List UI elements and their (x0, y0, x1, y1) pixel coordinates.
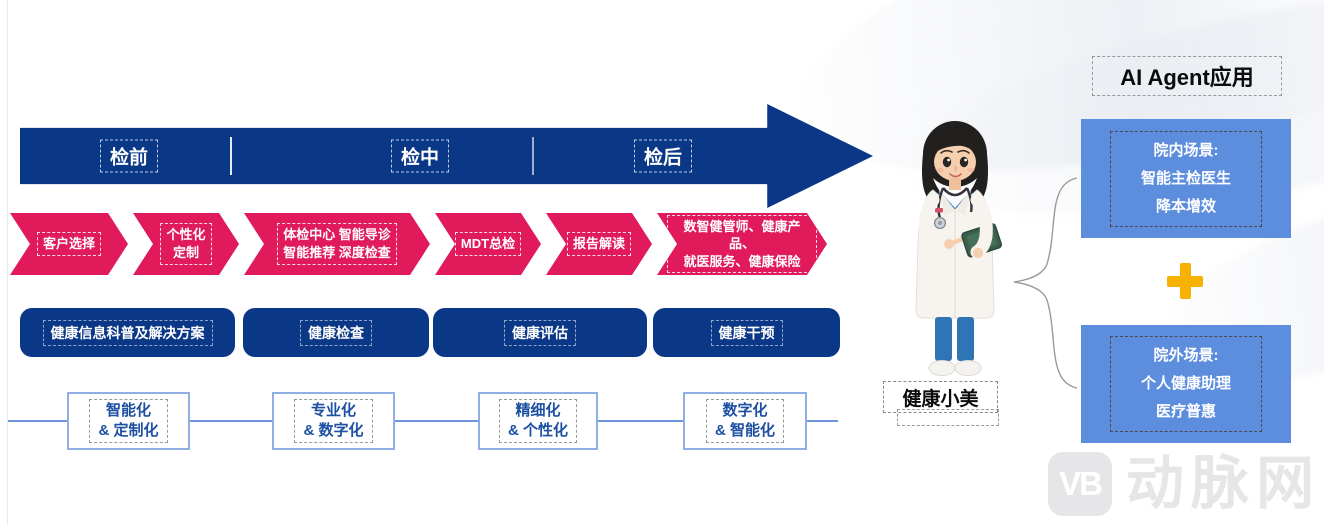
step-label: 报告解读 (567, 232, 631, 256)
process-step-personalized-customization: 个性化 定制 (133, 213, 239, 275)
scenario-line: 院外场景: (1153, 347, 1219, 364)
scenario-line: 个人健康助理 (1140, 375, 1231, 392)
stage-health-assessment: 健康评估 (433, 308, 647, 357)
phase-divider (230, 137, 232, 175)
step-label: 个性化 定制 (160, 223, 211, 264)
stage-label: 健康评估 (504, 319, 576, 346)
feature-label: 精细化 & 个性化 (498, 398, 577, 444)
phase-label-post-exam: 检后 (633, 139, 693, 173)
left-pointing-curly-brace-icon (1013, 177, 1078, 389)
feature-professional-digital: 专业化 & 数字化 (272, 392, 395, 450)
doctor-character-illustration (893, 112, 1017, 384)
scenario-card-in-hospital: 院内场景: 智能主检医生 降本增效 (1081, 119, 1291, 238)
process-step-mdt-review: MDT总检 (435, 213, 541, 275)
scenario-line: 医疗普惠 (1155, 403, 1216, 420)
left-edge-line (7, 0, 8, 525)
feature-label: 数字化 & 智能化 (705, 398, 784, 444)
step-label: 体检中心 智能导诊 智能推荐 深度检查 (277, 223, 397, 264)
process-step-row: 客户选择 个性化 定制 体检中心 智能导诊 智能推荐 深度检查 MDT总检 报告… (10, 213, 827, 275)
scenario-card-out-of-hospital: 院外场景: 个人健康助理 医疗普惠 (1081, 325, 1291, 443)
scenario-line: 院内场景: (1153, 141, 1219, 159)
step-label: 数智健管师、健康产品、 就医服务、健康保险 (667, 215, 817, 274)
vb-logo-icon: VB (1048, 452, 1112, 516)
process-step-customer-selection: 客户选择 (10, 213, 128, 275)
stage-label: 健康信息科普及解决方案 (42, 319, 213, 346)
stage-label: 健康检查 (300, 319, 372, 346)
scenario-line: 智能主检医生 (1140, 169, 1231, 187)
phase-divider (532, 137, 534, 175)
step-label: MDT总检 (455, 232, 521, 256)
phase-label-pre-exam: 检前 (99, 139, 159, 173)
phase-label-during-exam: 检中 (390, 139, 450, 173)
scenario-text-box: 院内场景: 智能主检医生 降本增效 (1110, 130, 1262, 227)
feature-refined-personalized: 精细化 & 个性化 (478, 392, 598, 450)
scenario-line: 降本增效 (1155, 197, 1216, 215)
feature-label: 智能化 & 定制化 (89, 398, 168, 444)
dashed-annotation-box (897, 409, 999, 426)
plus-icon (1167, 263, 1203, 299)
feature-digital-intelligent: 数字化 & 智能化 (683, 392, 807, 450)
process-step-report-interpretation: 报告解读 (546, 213, 652, 275)
stage-health-intervention: 健康干预 (653, 308, 840, 357)
stage-health-checkup: 健康检查 (243, 308, 429, 357)
stage-health-information: 健康信息科普及解决方案 (20, 308, 235, 357)
watermark: VB 动脉网 (1048, 452, 1321, 516)
stage-label: 健康干预 (710, 319, 783, 346)
character-name-label: 健康小美 (883, 381, 998, 413)
ai-agent-title: AI Agent应用 (1092, 56, 1282, 96)
feature-intelligent-customized: 智能化 & 定制化 (67, 392, 190, 450)
process-step-health-services: 数智健管师、健康产品、 就医服务、健康保险 (657, 213, 827, 275)
scenario-text-box: 院外场景: 个人健康助理 医疗普惠 (1110, 336, 1262, 432)
process-step-exam-center: 体检中心 智能导诊 智能推荐 深度检查 (244, 213, 430, 275)
feature-label: 专业化 & 数字化 (294, 398, 373, 444)
feature-connector-line (8, 420, 838, 422)
timeline-arrow: 检前 检中 检后 (20, 104, 873, 208)
watermark-brand-text: 动脉网 (1126, 451, 1322, 516)
step-label: 客户选择 (37, 232, 101, 256)
